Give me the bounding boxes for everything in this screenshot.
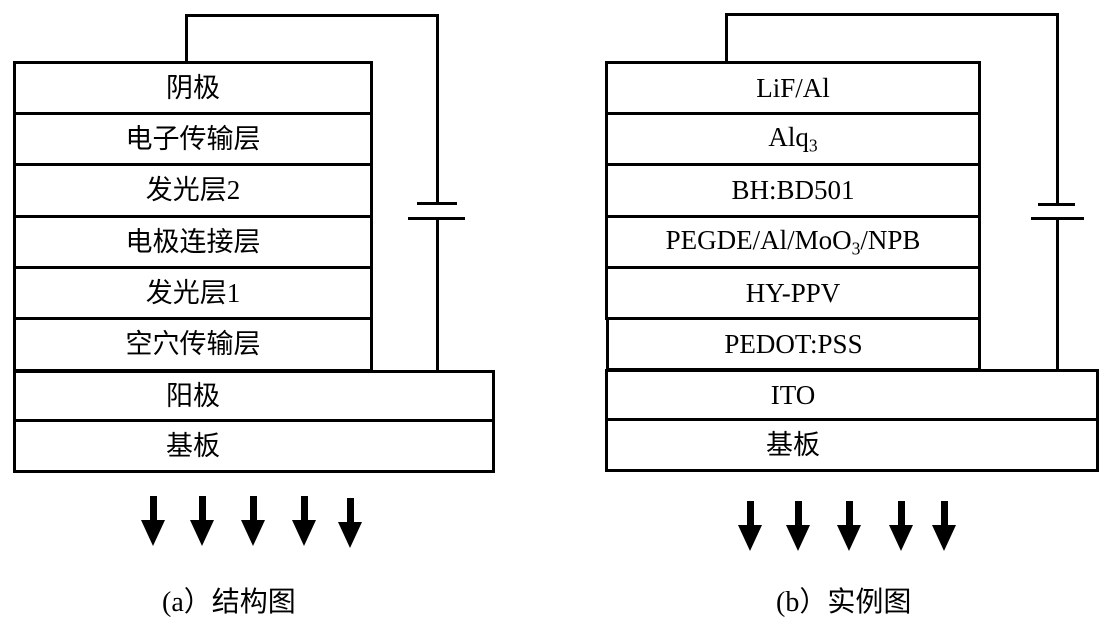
layer-label: 基板 <box>166 430 220 461</box>
layer-lif-al: LiF/Al <box>605 61 981 115</box>
layer-substrate: 基板 <box>605 418 1099 472</box>
wire-top-a <box>185 14 439 17</box>
layer-label: PEDOT:PSS <box>724 328 863 359</box>
wire-lower-b <box>1056 218 1059 372</box>
layer-label: 阳极 <box>166 380 220 411</box>
layer-label: HY-PPV <box>745 277 841 308</box>
layer-label: 电极连接层 <box>125 226 261 257</box>
wire-up-a <box>185 14 188 64</box>
wire-down-a <box>436 14 439 204</box>
layer-anode: 阳极 <box>13 370 495 422</box>
layer-electron-transport: 电子传输层 <box>13 112 373 166</box>
layer-label: Alq3 <box>768 121 818 155</box>
layer-label: 发光层2 <box>145 175 241 205</box>
layer-emissive-2: 发光层2 <box>13 163 373 218</box>
layer-cathode: 阴极 <box>13 61 373 115</box>
layer-pegde-al-moo3-npb: PEGDE/Al/MoO3/NPB <box>605 215 981 269</box>
wire-top-b <box>725 13 1059 16</box>
layer-label: 电子传输层 <box>125 123 261 154</box>
layer-label: LiF/Al <box>756 72 830 103</box>
layer-label: 基板 <box>766 429 820 460</box>
layer-ito: ITO <box>605 369 1099 421</box>
layer-label: 发光层1 <box>145 277 241 308</box>
layer-label: 空穴传输层 <box>125 329 261 359</box>
wire-lower-a <box>436 218 439 372</box>
layer-hole-transport: 空穴传输层 <box>13 317 373 372</box>
layer-label: 阴极 <box>166 72 220 103</box>
layer-substrate: 基板 <box>13 419 495 473</box>
layer-pedot-pss: PEDOT:PSS <box>606 317 981 371</box>
layer-label: PEGDE/Al/MoO3/NPB <box>665 224 921 258</box>
wire-down-b <box>1056 13 1059 205</box>
battery-short-plate-a <box>417 202 457 205</box>
layer-label: BH:BD501 <box>731 175 855 205</box>
wire-up-b <box>725 13 728 63</box>
layer-bh-bd501: BH:BD501 <box>605 163 981 218</box>
caption-b: (b）实例图 <box>776 587 912 618</box>
layer-alq3: Alq3 <box>605 112 981 166</box>
layer-charge-connection: 电极连接层 <box>13 215 373 269</box>
layer-emissive-1: 发光层1 <box>13 266 373 320</box>
caption-a: (a）结构图 <box>162 587 296 618</box>
battery-short-plate-b <box>1038 203 1075 206</box>
layer-label: ITO <box>770 379 816 410</box>
layer-hy-ppv: HY-PPV <box>605 266 981 320</box>
